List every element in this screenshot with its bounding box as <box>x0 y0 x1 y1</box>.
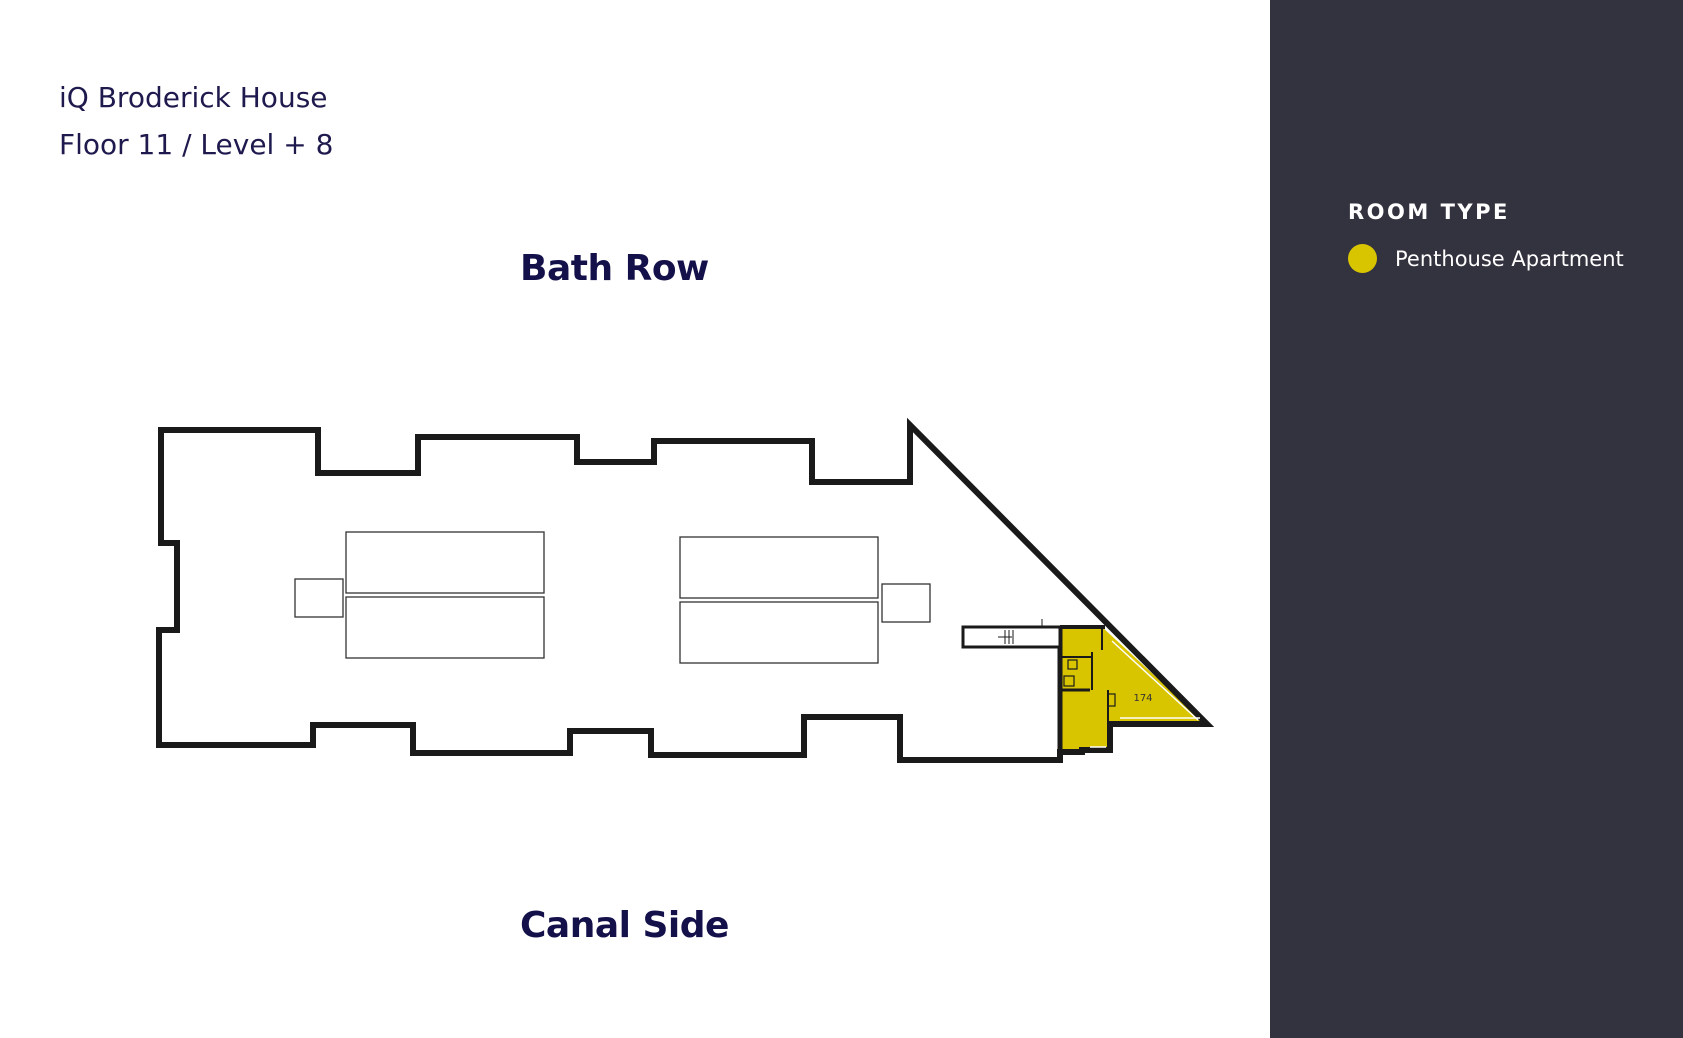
legend-sidebar: ROOM TYPE Penthouse Apartment <box>1270 0 1683 1038</box>
room-number-label: 174 <box>1133 693 1152 704</box>
legend-item-penthouse: Penthouse Apartment <box>1348 244 1624 273</box>
legend-label: Penthouse Apartment <box>1395 246 1624 271</box>
legend-heading: ROOM TYPE <box>1348 200 1510 224</box>
roof-plant-right <box>679 536 931 664</box>
title-block: iQ Broderick House Floor 11 / Level + 8 <box>59 74 333 168</box>
penthouse-swatch-icon <box>1348 244 1377 273</box>
roof-plant-left <box>294 531 545 659</box>
floor-plan: 174 <box>156 417 1215 763</box>
penthouse-room-174[interactable] <box>1060 627 1207 752</box>
stair-core <box>961 619 1062 649</box>
window-glazing <box>1090 640 1200 748</box>
floor-level: Floor 11 / Level + 8 <box>59 128 334 161</box>
street-label-top: Bath Row <box>520 248 709 289</box>
floor-plan-area: iQ Broderick House Floor 11 / Level + 8 … <box>59 74 1215 946</box>
building-outline <box>156 417 1215 763</box>
street-label-bottom: Canal Side <box>520 905 729 946</box>
building-name: iQ Broderick House <box>59 81 328 114</box>
